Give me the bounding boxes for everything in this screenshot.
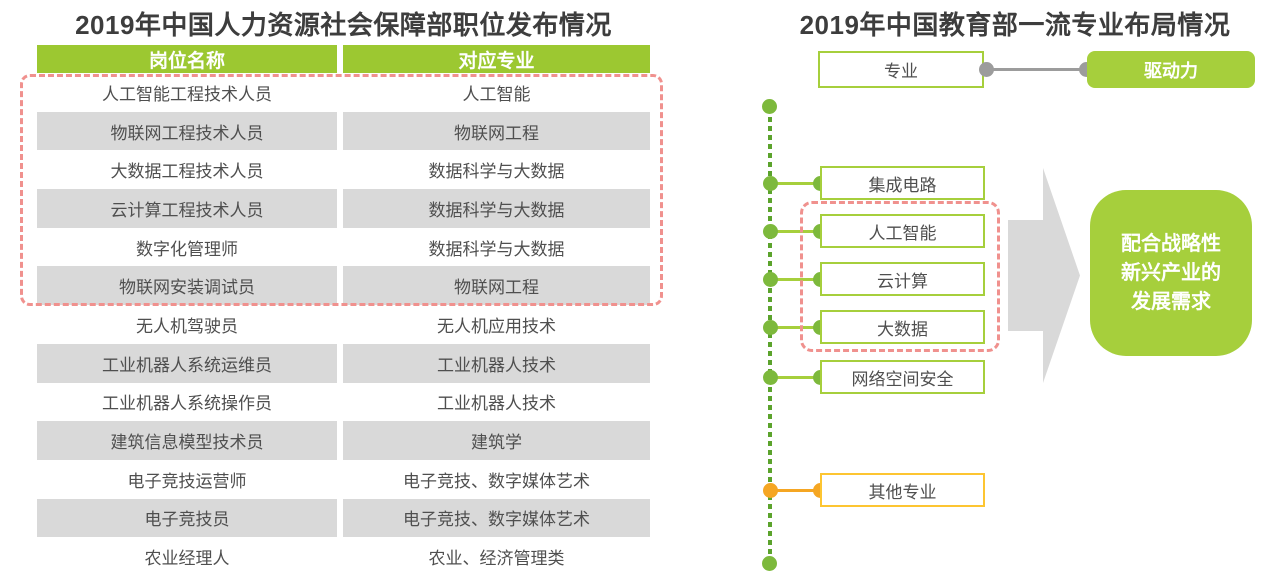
table-row: 工业机器人系统操作员 工业机器人技术 [37, 383, 650, 422]
major-box-integrated-circuits: 集成电路 [820, 166, 985, 200]
position-cell: 物联网安装调试员 [37, 266, 337, 306]
table-header-row: 岗位名称 对应专业 [37, 45, 650, 73]
goal-line: 发展需求 [1131, 290, 1211, 313]
table-row: 农业经理人 农业、经济管理类 [37, 537, 650, 576]
major-cell: 电子竞技、数字媒体艺术 [403, 471, 590, 491]
position-cell: 工业机器人系统操作员 [102, 394, 272, 414]
position-cell: 电子竞技员 [37, 498, 337, 538]
column-header-position: 岗位名称 [37, 45, 337, 73]
position-cell: 无人机驾驶员 [136, 316, 238, 336]
timeline-end-dot [762, 556, 777, 571]
major-cell: 数据科学与大数据 [428, 162, 565, 182]
position-cell: 数字化管理师 [136, 239, 238, 259]
major-cell: 人工智能 [462, 84, 531, 104]
table-body: 人工智能工程技术人员 人工智能 物联网工程技术人员 物联网工程 大数据工程技术人… [37, 73, 650, 576]
branch-line [770, 277, 820, 281]
timeline-start-dot [762, 99, 777, 114]
major-cell: 电子竞技、数字媒体艺术 [343, 498, 650, 538]
highlight-dashed-frame-left [20, 74, 663, 306]
legend-driver-box: 驱动力 [1087, 51, 1255, 88]
major-cell: 无人机应用技术 [437, 316, 556, 336]
position-cell: 人工智能工程技术人员 [102, 84, 272, 104]
major-cell: 建筑学 [343, 421, 650, 460]
branch-line [770, 325, 820, 329]
major-cell: 物联网工程 [343, 111, 650, 151]
table-row: 大数据工程技术人员 数据科学与大数据 [37, 150, 650, 189]
legend-connector-dot [979, 62, 994, 77]
table-row: 工业机器人系统运维员 工业机器人技术 [37, 343, 650, 383]
table-row: 物联网工程技术人员 物联网工程 [37, 111, 650, 151]
column-header-major: 对应专业 [343, 45, 650, 73]
left-panel-title: 2019年中国人力资源社会保障部职位发布情况 [75, 10, 612, 40]
table-row: 数字化管理师 数据科学与大数据 [37, 228, 650, 267]
major-box-cloud-computing: 云计算 [820, 262, 985, 296]
position-cell: 电子竞技运营师 [127, 471, 247, 491]
position-cell: 大数据工程技术人员 [110, 162, 264, 182]
major-cell: 农业、经济管理类 [428, 549, 565, 569]
position-cell: 工业机器人系统运维员 [37, 343, 337, 383]
table-row: 物联网安装调试员 物联网工程 [37, 266, 650, 306]
table-row: 人工智能工程技术人员 人工智能 [37, 73, 650, 112]
branch-node-dot [762, 223, 778, 239]
major-cell: 工业机器人技术 [343, 343, 650, 383]
branch-node-dot [762, 319, 778, 335]
right-panel-title: 2019年中国教育部一流专业布局情况 [799, 10, 1231, 40]
table-row: 无人机驾驶员 无人机应用技术 [37, 305, 650, 344]
jobs-table: 岗位名称 对应专业 人工智能工程技术人员 人工智能 物联网工程技术人员 物联网工… [37, 45, 650, 576]
major-box-other: 其他专业 [820, 473, 985, 507]
major-cell: 数据科学与大数据 [343, 189, 650, 228]
major-cell: 物联网工程 [343, 266, 650, 306]
legend-major-box: 专业 [818, 51, 984, 88]
table-row: 云计算工程技术人员 数据科学与大数据 [37, 189, 650, 228]
major-cell: 工业机器人技术 [437, 394, 556, 414]
branch-node-dot [762, 369, 778, 385]
table-row: 建筑信息模型技术员 建筑学 [37, 421, 650, 460]
goal-line: 配合战略性 [1121, 232, 1221, 255]
goal-box: 配合战略性 新兴产业的 发展需求 [1090, 190, 1252, 356]
branch-node-dot-other [762, 482, 778, 498]
branch-line [770, 181, 820, 185]
branch-line-other [770, 488, 820, 492]
branch-node-dot [762, 175, 778, 191]
goal-line: 新兴产业的 [1121, 261, 1221, 284]
position-cell: 云计算工程技术人员 [37, 189, 337, 228]
table-row: 电子竞技员 电子竞技、数字媒体艺术 [37, 498, 650, 538]
major-cell: 数据科学与大数据 [428, 239, 565, 259]
position-cell: 物联网工程技术人员 [37, 111, 337, 151]
position-cell: 建筑信息模型技术员 [37, 421, 337, 460]
branch-node-dot [762, 271, 778, 287]
major-box-cyberspace-security: 网络空间安全 [820, 360, 985, 394]
legend-connector-line [985, 68, 1087, 71]
branch-line [770, 375, 820, 379]
position-cell: 农业经理人 [144, 549, 230, 569]
highlight-dashed-frame-right [800, 201, 1000, 352]
flow-arrow-icon [1008, 168, 1080, 383]
table-row: 电子竞技运营师 电子竞技、数字媒体艺术 [37, 460, 650, 499]
branch-line [770, 229, 820, 233]
major-box-ai: 人工智能 [820, 214, 985, 248]
major-box-big-data: 大数据 [820, 310, 985, 344]
